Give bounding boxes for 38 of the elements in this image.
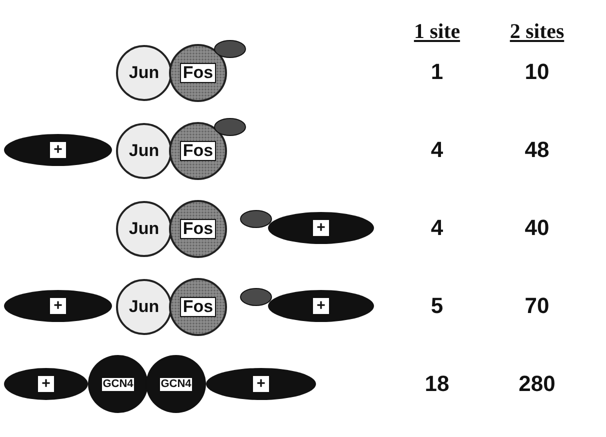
plus-sign: + — [253, 376, 269, 392]
activation-domain-oval — [268, 290, 374, 322]
small-oval — [214, 118, 246, 136]
plus-sign: + — [313, 220, 329, 236]
activation-domain-oval — [268, 212, 374, 244]
small-oval — [214, 40, 246, 58]
protein-label: Fos — [180, 141, 216, 161]
activity-value: 4 — [430, 137, 444, 163]
activity-value: 1 — [430, 59, 444, 85]
activity-value: 4 — [430, 215, 444, 241]
activity-value: 280 — [518, 371, 556, 397]
plus-sign: + — [50, 142, 66, 158]
activity-value: 40 — [524, 215, 550, 241]
protein-label: GCN4 — [102, 378, 134, 390]
protein-label: Jun — [128, 297, 160, 317]
protein-label: Jun — [128, 141, 160, 161]
activity-value: 18 — [424, 371, 450, 397]
activity-value: 10 — [524, 59, 550, 85]
protein-circle — [169, 44, 227, 102]
plus-sign: + — [50, 298, 66, 314]
activation-domain-oval — [4, 368, 88, 400]
plus-sign: + — [313, 298, 329, 314]
protein-label: Fos — [180, 297, 216, 317]
protein-label: Fos — [180, 219, 216, 239]
activity-value: 5 — [430, 293, 444, 319]
small-oval — [240, 210, 272, 228]
activity-value: 48 — [524, 137, 550, 163]
small-oval — [240, 288, 272, 306]
protein-label: Jun — [128, 63, 160, 83]
plus-sign: + — [38, 376, 54, 392]
protein-label: Fos — [180, 63, 216, 83]
protein-label: Jun — [128, 219, 160, 239]
column-header: 2 sites — [508, 19, 566, 44]
activation-domain-oval — [206, 368, 316, 400]
protein-label: GCN4 — [160, 378, 192, 390]
protein-circle — [169, 122, 227, 180]
activity-value: 70 — [524, 293, 550, 319]
column-header: 1 site — [412, 19, 462, 44]
